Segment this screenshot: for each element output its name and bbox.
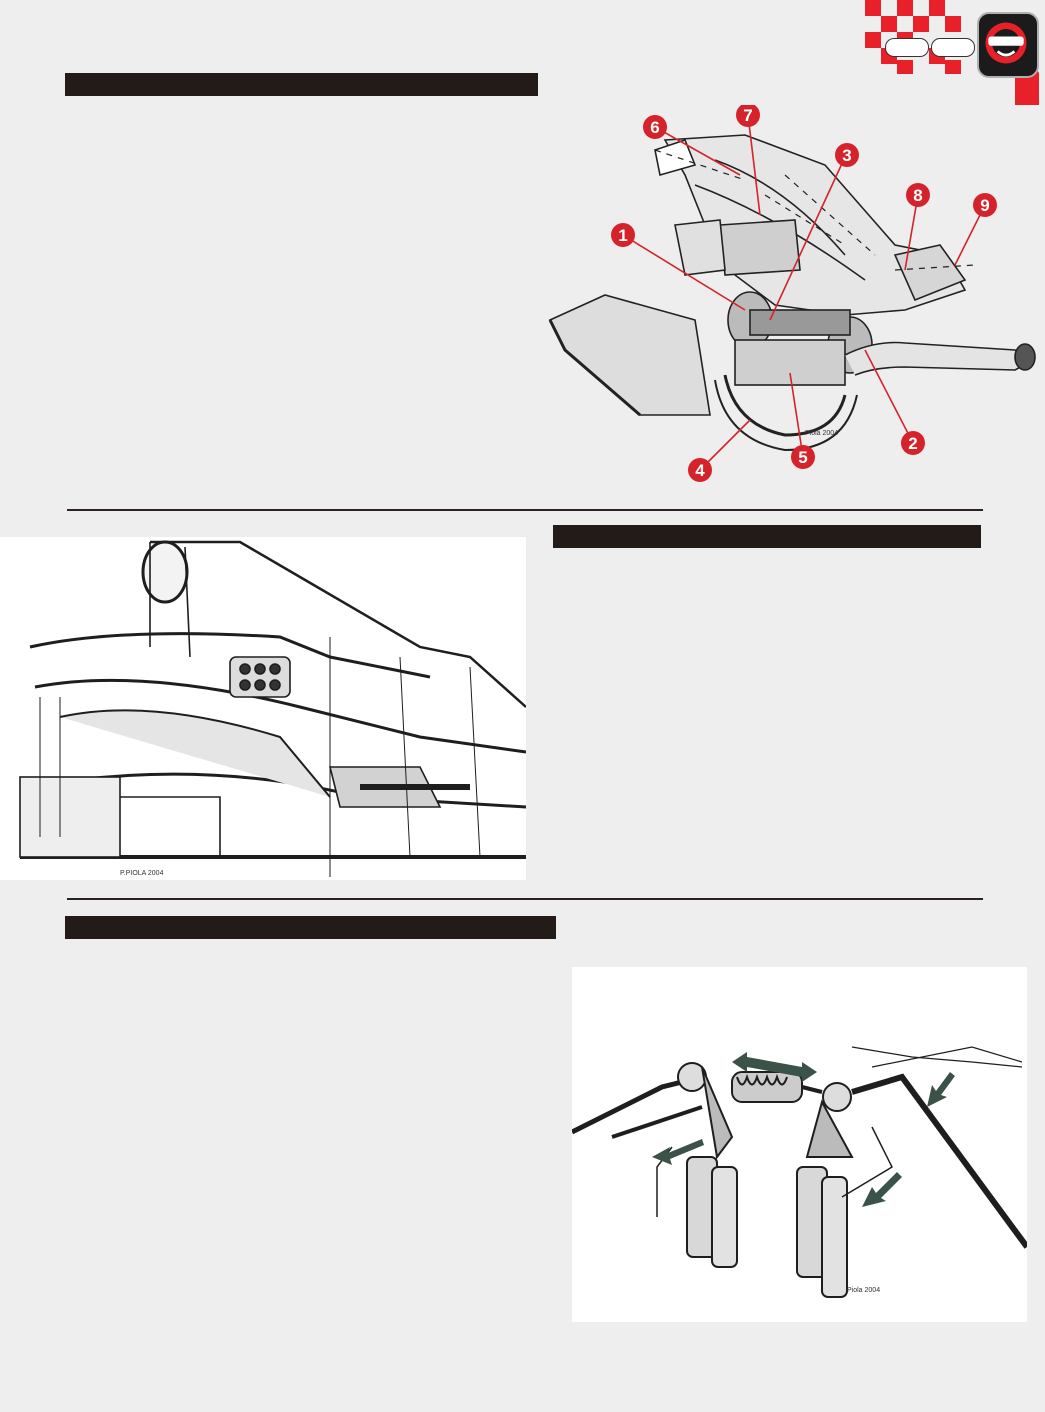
callout-1-label: 1 xyxy=(618,226,627,245)
callout-9-label: 9 xyxy=(980,196,989,215)
header-pill-right xyxy=(931,38,975,57)
arrow-down-icon xyxy=(927,1072,955,1107)
arrow-down-left-icon xyxy=(862,1172,902,1207)
callout-4-label: 4 xyxy=(695,461,705,480)
callout-3-label: 3 xyxy=(842,146,851,165)
callout-3 xyxy=(835,143,859,167)
callout-5-label: 5 xyxy=(798,448,807,467)
suspension-illustration: Piola 2004 xyxy=(572,967,1027,1322)
callout-1 xyxy=(611,223,635,247)
section-divider-2 xyxy=(67,898,983,900)
section-divider-1 xyxy=(67,509,983,511)
callout-4 xyxy=(688,458,712,482)
section-1-title-bar xyxy=(65,73,538,96)
engine-bay-illustration: P.PIOLA 2004 xyxy=(0,537,526,880)
double-arrow-icon xyxy=(732,1052,817,1082)
callout-2-label: 2 xyxy=(908,434,917,453)
club-logo-icon xyxy=(977,12,1039,78)
arrow-left-icon xyxy=(652,1139,704,1165)
airbox-signature: Piola 2004 xyxy=(805,430,838,437)
suspension-signature: Piola 2004 xyxy=(847,1287,880,1294)
callout-6 xyxy=(643,115,667,139)
section-3-title-bar xyxy=(65,916,556,939)
callout-5 xyxy=(791,445,815,469)
callout-7 xyxy=(736,105,760,127)
callout-6-label: 6 xyxy=(650,118,659,137)
airbox-illustration: 1 2 3 4 5 6 7 8 9 Piola 2004 xyxy=(545,105,1045,490)
engine-bay-signature: P.PIOLA 2004 xyxy=(120,870,164,877)
header-pill-left xyxy=(885,38,929,57)
callout-9 xyxy=(973,193,997,217)
section-2-title-bar xyxy=(553,525,981,548)
callout-8-label: 8 xyxy=(913,186,922,205)
callout-2 xyxy=(901,431,925,455)
callout-8 xyxy=(906,183,930,207)
callout-7-label: 7 xyxy=(743,106,752,125)
